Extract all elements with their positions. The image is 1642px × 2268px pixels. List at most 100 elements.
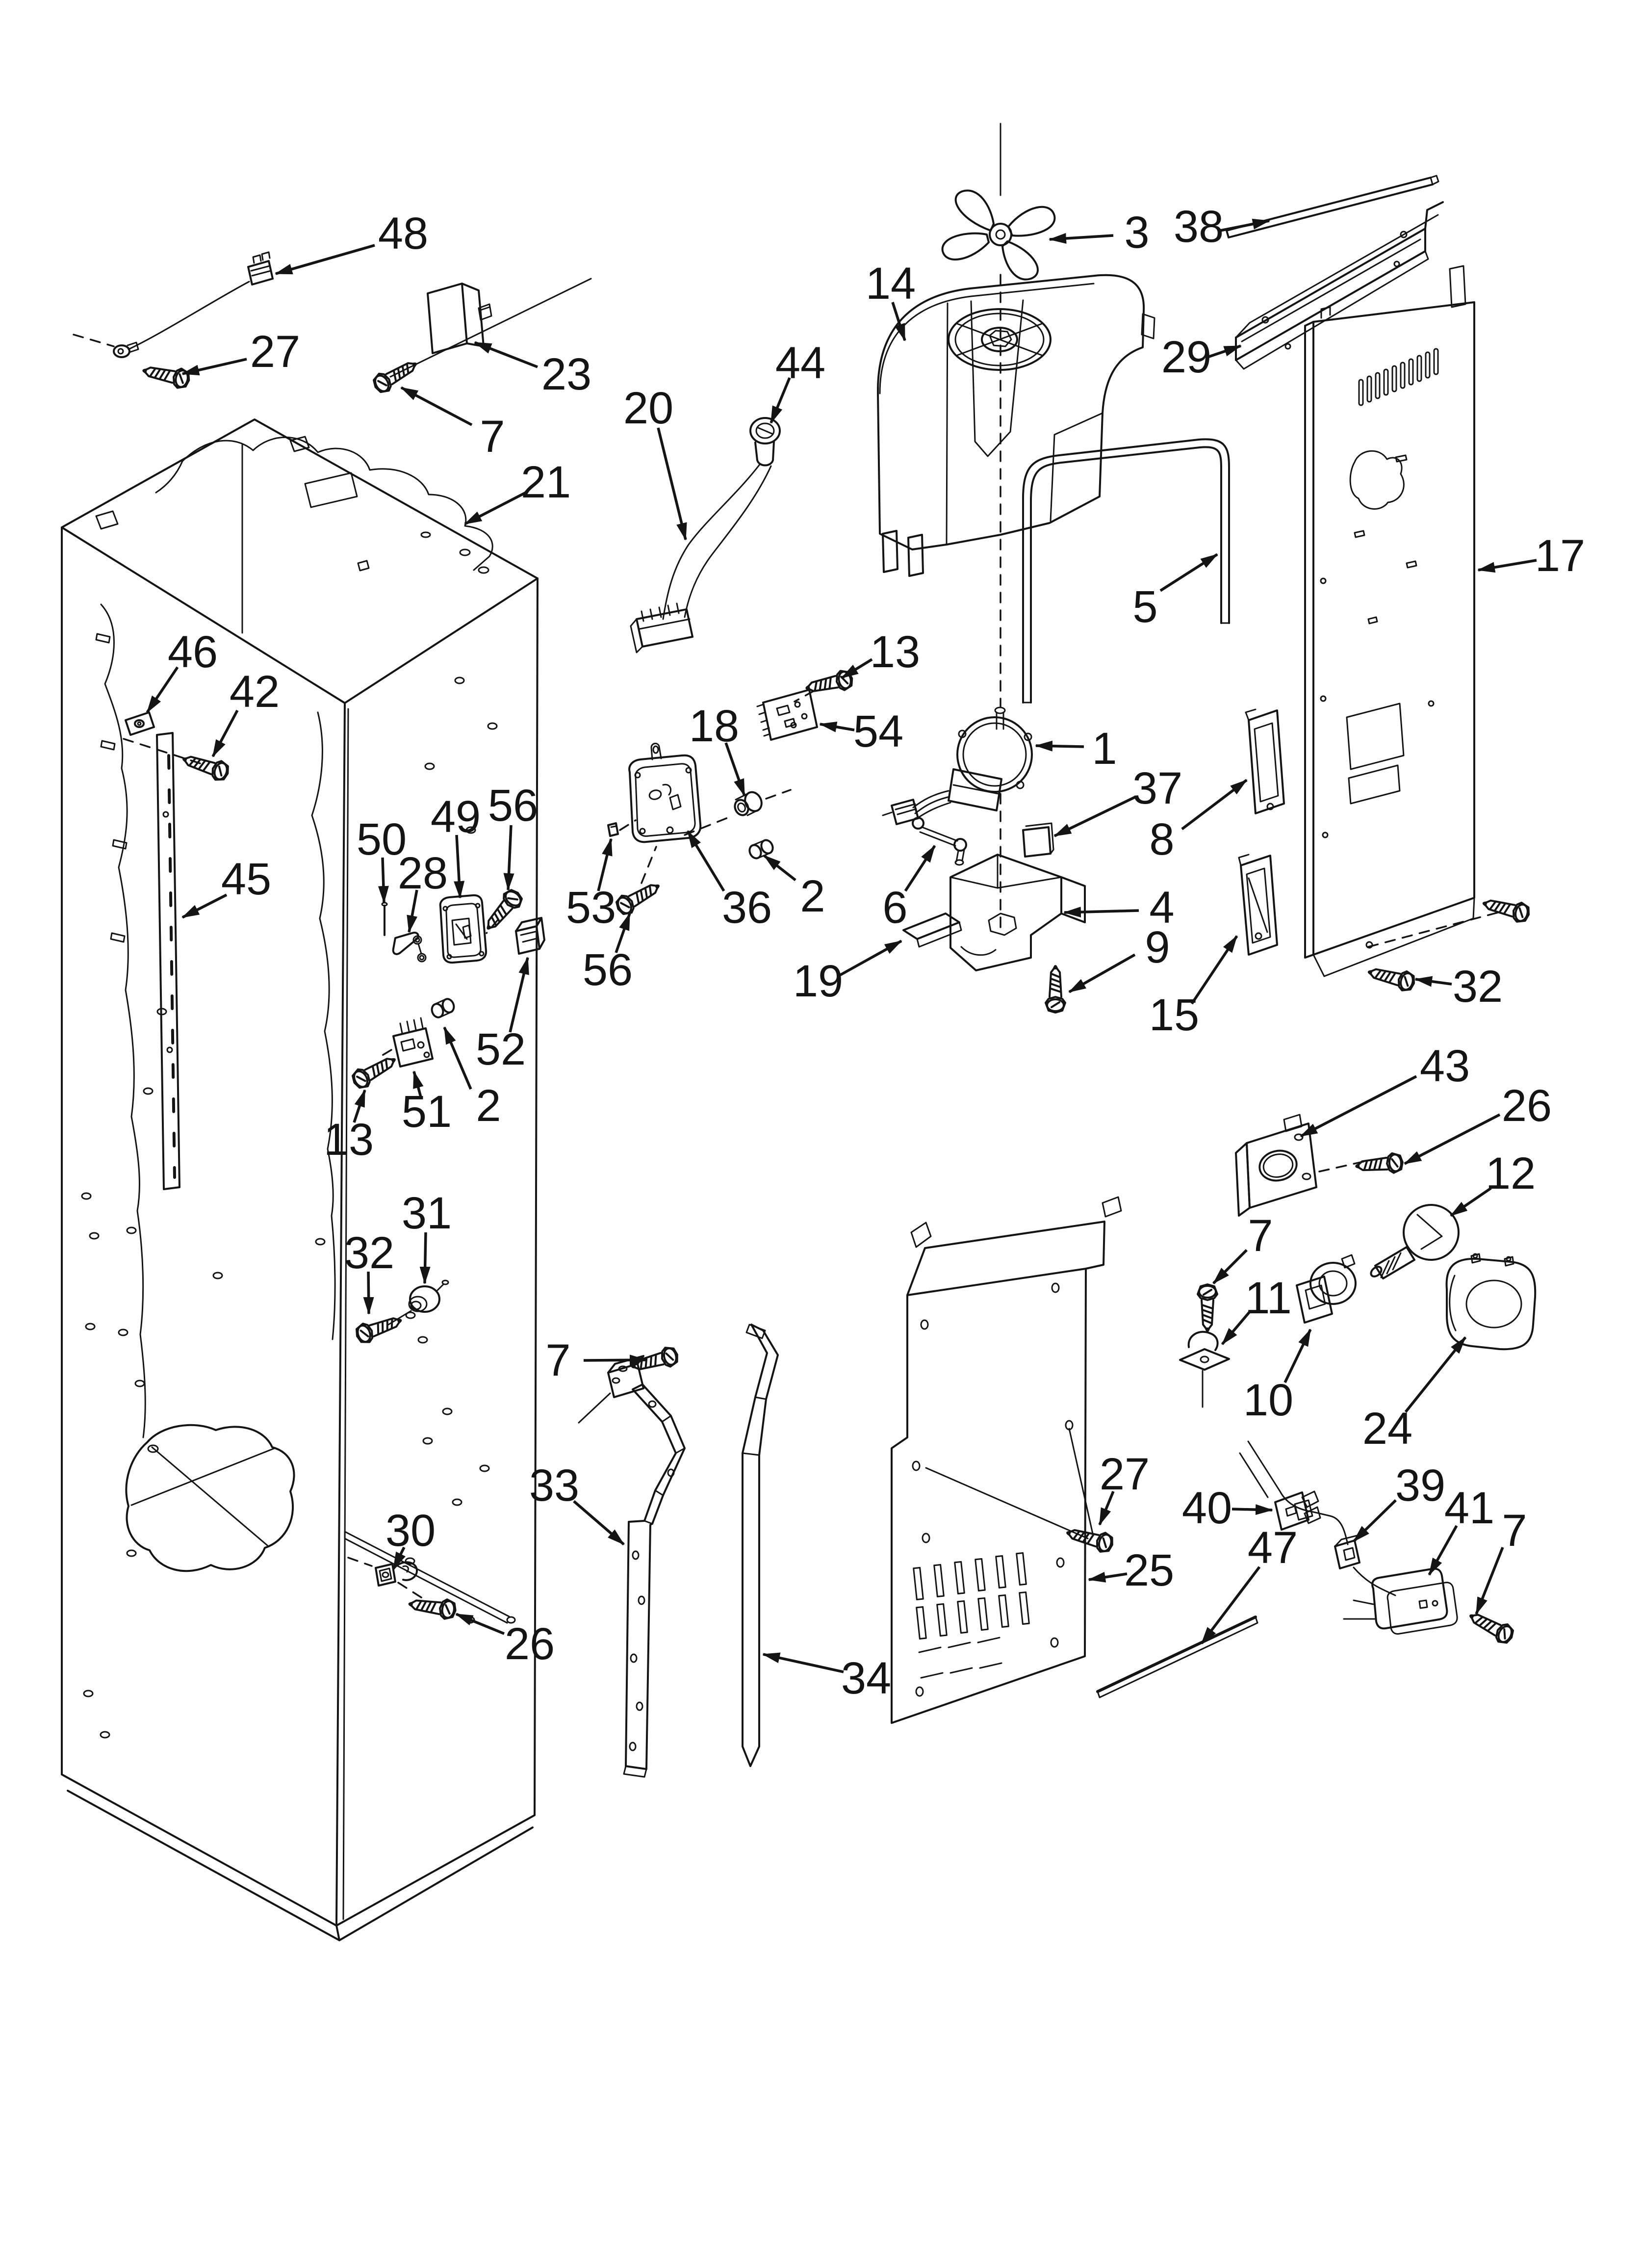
callout-arrow xyxy=(474,341,539,368)
part-number-label: 38 xyxy=(1174,202,1224,252)
part-number-label: 46 xyxy=(168,627,218,677)
part-number-label: 39 xyxy=(1395,1460,1445,1511)
callout-arrow xyxy=(419,1232,431,1284)
part-number-label: 9 xyxy=(1145,922,1170,972)
part-callout-15-22: 15 xyxy=(1149,935,1238,1040)
callout-arrow xyxy=(412,1070,424,1097)
part-number-label: 30 xyxy=(385,1506,436,1556)
clamp-30 xyxy=(347,1557,427,1601)
part-number-label: 10 xyxy=(1243,1375,1293,1425)
callout-arrow xyxy=(1414,976,1452,987)
callout-arrow xyxy=(891,302,906,341)
liner-bottom-opening xyxy=(125,1424,295,1572)
part-number-label: 15 xyxy=(1149,990,1199,1040)
part-number-label: 12 xyxy=(1486,1148,1536,1199)
part-callout-7-27: 7 xyxy=(1212,1211,1273,1284)
air-duct-panel-25 xyxy=(891,1196,1122,1724)
part-callout-48-0: 48 xyxy=(275,209,428,275)
part-number-label: 32 xyxy=(1453,962,1503,1012)
callout-arrow xyxy=(454,834,465,899)
part-callout-19-21: 19 xyxy=(793,939,902,1006)
callout-arrow xyxy=(1404,1113,1501,1165)
part-callout-13-44: 13 xyxy=(324,1089,374,1165)
liner-foam-edge-right xyxy=(311,711,336,1340)
screw xyxy=(803,668,855,699)
part-callout-45-59: 45 xyxy=(181,854,271,919)
spacer-2a xyxy=(748,839,774,860)
grommet-31 xyxy=(387,1279,449,1326)
part-number-label: 14 xyxy=(866,259,916,309)
callout-arrow xyxy=(181,358,247,376)
screw xyxy=(1063,1522,1116,1556)
callout-arrow xyxy=(724,742,746,797)
part-callout-7-34: 7 xyxy=(1475,1506,1527,1615)
part-number-label: 2 xyxy=(476,1081,501,1131)
drawing-layer xyxy=(61,123,1537,1941)
part-number-label: 31 xyxy=(402,1188,452,1238)
part-number-label: 36 xyxy=(722,883,772,933)
part-callout-38-8: 38 xyxy=(1174,202,1270,252)
part-callout-10-29: 10 xyxy=(1243,1329,1312,1425)
part-number-label: 1 xyxy=(1092,724,1117,774)
callout-arrow xyxy=(211,709,239,757)
clip-53 xyxy=(607,819,637,837)
part-number-label: 43 xyxy=(1420,1041,1470,1091)
part-number-label: 47 xyxy=(1248,1523,1298,1573)
screw xyxy=(407,1593,458,1621)
part-number-label: 34 xyxy=(841,1653,891,1703)
callout-arrow xyxy=(275,244,375,275)
part-callout-56-53: 56 xyxy=(488,781,538,891)
part-number-label: 19 xyxy=(793,956,843,1006)
screw xyxy=(1354,1151,1405,1177)
part-callout-30-40: 30 xyxy=(385,1506,436,1570)
part-callout-18-52: 18 xyxy=(689,701,746,797)
part-number-label: 52 xyxy=(476,1024,526,1074)
part-callout-52-47: 52 xyxy=(476,957,529,1074)
label-tag-19 xyxy=(902,912,962,948)
callout-arrow xyxy=(1404,1336,1467,1413)
part-callout-47-35: 47 xyxy=(1200,1523,1298,1644)
part-number-label: 25 xyxy=(1124,1545,1174,1595)
callout-arrow xyxy=(1232,1504,1273,1515)
part-number-label: 23 xyxy=(541,349,591,399)
duct-strip-34 xyxy=(742,1324,779,1767)
part-callout-37-16: 37 xyxy=(1053,763,1182,837)
callout-arrow xyxy=(839,939,902,977)
part-number-label: 13 xyxy=(870,627,920,677)
callout-arrow xyxy=(1098,1490,1115,1526)
part-callout-11-28: 11 xyxy=(1221,1273,1292,1345)
lamp-socket-10 xyxy=(1296,1254,1357,1324)
part-callout-17-10: 17 xyxy=(1477,531,1585,581)
part-callout-32-43: 32 xyxy=(344,1228,394,1315)
callout-arrow xyxy=(770,377,791,424)
part-number-label: 24 xyxy=(1362,1404,1412,1454)
part-number-label: 13 xyxy=(324,1115,374,1165)
mounting-plate-36 xyxy=(628,743,702,843)
part-number-label: 28 xyxy=(398,848,448,898)
part-number-label: 8 xyxy=(1149,814,1174,864)
sensor-board-51 xyxy=(376,1017,434,1068)
callout-arrow xyxy=(1450,1187,1492,1217)
part-number-label: 4 xyxy=(1149,883,1174,933)
part-number-label: 44 xyxy=(775,338,825,388)
wiring-39 xyxy=(1239,1440,1396,1596)
part-callout-33-39: 33 xyxy=(529,1460,625,1546)
part-number-label: 29 xyxy=(1161,332,1211,382)
part-callout-51-45: 51 xyxy=(402,1070,452,1137)
part-number-label: 3 xyxy=(1124,208,1149,258)
callout-arrow xyxy=(509,957,529,1033)
screw xyxy=(179,749,232,784)
part-number-label: 21 xyxy=(521,457,571,507)
callout-arrow xyxy=(363,1271,374,1315)
part-callout-21-4: 21 xyxy=(464,457,571,525)
screw xyxy=(1466,1607,1516,1646)
callout-arrow xyxy=(407,889,418,933)
gasket-5 xyxy=(1022,438,1230,704)
screw xyxy=(612,876,665,919)
part-number-label: 32 xyxy=(344,1228,394,1278)
part-number-label: 48 xyxy=(378,209,428,259)
part-callout-28-55: 28 xyxy=(398,848,448,933)
callout-arrow xyxy=(443,1026,472,1090)
part-number-label: 7 xyxy=(1248,1211,1273,1261)
vent-slots-17 xyxy=(1358,348,1439,406)
